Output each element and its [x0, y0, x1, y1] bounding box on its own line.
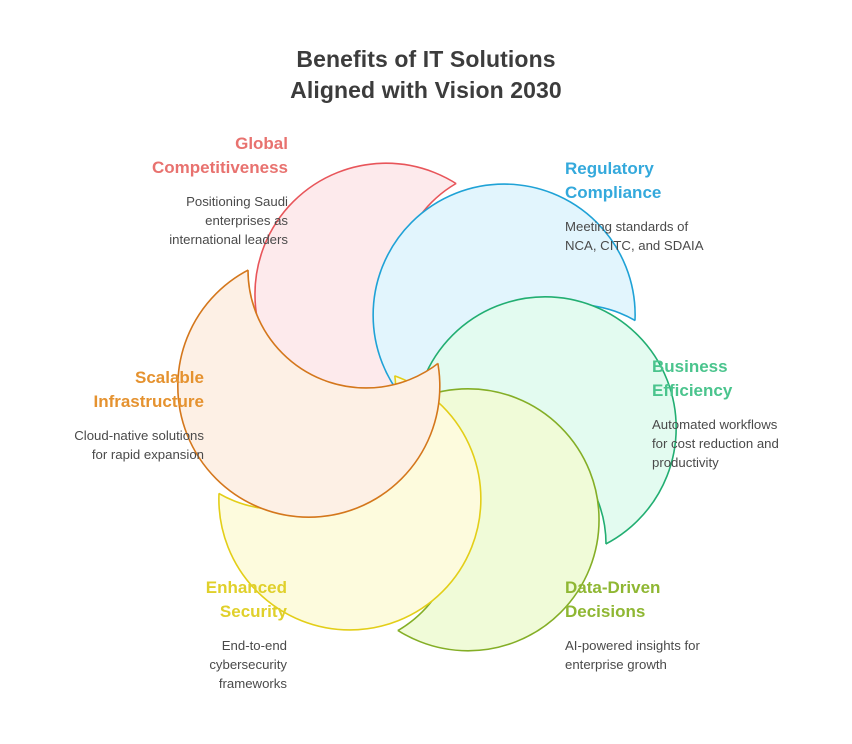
callout-regulatory-compliance: Regulatory Compliance Meeting standards … [565, 157, 775, 255]
callout-heading-scalable-infrastructure: Scalable Infrastructure [93, 368, 204, 411]
callout-heading-global-competitiveness: Global Competitiveness [151, 134, 288, 177]
callout-heading-regulatory-compliance: Regulatory Compliance [565, 159, 662, 202]
callout-description-enhanced-security: End-to-end cybersecurity frameworks [209, 638, 287, 691]
callout-description-scalable-infrastructure: Cloud-native solutions for rapid expansi… [74, 428, 204, 462]
callout-description-regulatory-compliance: Meeting standards of NCA, CITC, and SDAI… [565, 219, 704, 253]
petal-data-driven-decisions [336, 387, 600, 652]
callout-data-driven-decisions: Data-Driven Decisions AI-powered insight… [565, 576, 770, 674]
callout-description-data-driven-decisions: AI-powered insights for enterprise growt… [565, 638, 700, 672]
page-title: Benefits of IT Solutions Aligned with Vi… [0, 44, 852, 106]
callout-description-global-competitiveness: Positioning Saudi enterprises as interna… [169, 194, 288, 247]
callout-description-business-efficiency: Automated workflows for cost reduction a… [652, 417, 779, 470]
petal-business-efficiency [413, 296, 677, 560]
callout-enhanced-security: Enhanced Security End-to-end cybersecuri… [104, 576, 287, 693]
callout-global-competitiveness: Global Competitiveness Positioning Saudi… [96, 132, 288, 249]
callout-heading-business-efficiency: Business Efficiency [652, 357, 733, 400]
page-title-line-1: Benefits of IT Solutions [296, 46, 556, 72]
callout-business-efficiency: Business Efficiency Automated workflows … [652, 355, 852, 472]
callout-heading-enhanced-security: Enhanced Security [205, 578, 287, 621]
callout-scalable-infrastructure: Scalable Infrastructure Cloud-native sol… [34, 366, 204, 464]
callout-heading-data-driven-decisions: Data-Driven Decisions [565, 578, 661, 621]
page-title-line-2: Aligned with Vision 2030 [290, 77, 562, 103]
petal-scalable-infrastructure [177, 254, 441, 518]
petal-global-competitiveness [254, 162, 518, 427]
